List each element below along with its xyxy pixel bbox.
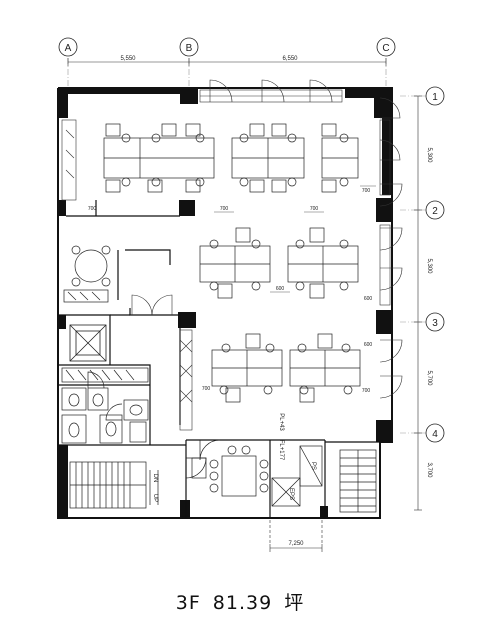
pipe-shaft <box>179 329 193 431</box>
desk-cluster-2 <box>231 123 305 193</box>
wall-columns <box>58 88 392 518</box>
grid-bubble-3 <box>425 312 445 332</box>
room-label-pl: PL+43 <box>278 413 284 431</box>
desk-cluster-1 <box>103 123 215 193</box>
stairs-left <box>69 461 159 509</box>
outer-walls <box>57 87 393 519</box>
room-label-fl: FL+177 <box>278 440 284 461</box>
shaft-label-eps: EPS <box>288 488 294 500</box>
right-dimension-3: 5,700 <box>426 370 432 386</box>
meeting-room <box>185 439 269 497</box>
left-windows <box>61 119 77 201</box>
round-table <box>63 245 111 303</box>
grid-label-4: 4 <box>432 429 438 440</box>
desk-cluster-7 <box>289 333 361 403</box>
desk-cluster-6 <box>211 333 283 403</box>
top-doors <box>209 79 333 103</box>
stair-dn-label: DN <box>152 474 158 483</box>
floor-label: 3F <box>175 592 201 614</box>
toilets <box>61 367 149 444</box>
inner-dimension-3: 700 <box>310 206 319 212</box>
grid-bubble-c <box>376 37 396 57</box>
grid-label-c: C <box>382 43 389 54</box>
grid-label-2: 2 <box>432 206 438 217</box>
floor-area-value: 81.39 <box>212 592 273 614</box>
top-windows <box>199 89 343 103</box>
shaft-label-ps: PS <box>310 462 316 470</box>
right-dimension-1: 5,300 <box>426 147 432 163</box>
inner-dimension-2: 700 <box>220 206 229 212</box>
grid-bubble-4 <box>425 423 445 443</box>
desk-cluster-3 <box>321 123 359 193</box>
stair-up-label: UP <box>152 494 158 502</box>
bottom-dimension: 7,250 <box>288 541 304 547</box>
right-dimension-2: 5,300 <box>426 258 432 274</box>
grid-label-1: 1 <box>432 92 438 103</box>
inner-dimension-5: 600 <box>364 296 373 302</box>
shafts <box>271 445 323 507</box>
grid-bubbles <box>58 37 445 443</box>
grid-bubble-a <box>58 37 78 57</box>
grid-bubble-2 <box>425 200 445 220</box>
desk-cluster-5 <box>287 227 359 299</box>
elevator-hall-door <box>131 294 173 316</box>
bottom-dimension-line <box>269 520 323 552</box>
inner-dimension-8: 700 <box>202 386 211 392</box>
right-dimension-line <box>414 95 422 511</box>
grid-label-a: A <box>65 43 72 54</box>
right-doors <box>379 97 403 399</box>
floor-caption: 3F 81.39 坪 <box>0 588 480 615</box>
elevator <box>69 324 107 362</box>
grid-label-3: 3 <box>432 318 438 329</box>
desk-cluster-4 <box>199 227 271 299</box>
top-dimension-line <box>67 58 387 66</box>
floor-area-unit: 坪 <box>284 592 305 614</box>
floor-plan: A B C 1 2 3 4 5,550 6,550 5,300 5,300 5,… <box>57 37 445 552</box>
inner-dimension-9: 700 <box>362 388 371 394</box>
stairs-right <box>339 449 377 513</box>
inner-dimension-4: 600 <box>276 286 285 292</box>
inner-dimension-6: 600 <box>364 342 373 348</box>
grid-label-b: B <box>186 43 193 54</box>
right-dimension-4: 3,700 <box>426 462 432 478</box>
inner-dimension-1: 700 <box>88 206 97 212</box>
top-dimension-2: 6,550 <box>282 56 298 62</box>
grid-bubble-1 <box>425 86 445 106</box>
top-dimension-1: 5,550 <box>120 56 136 62</box>
inner-dimension-7: 700 <box>362 188 371 194</box>
grid-bubble-b <box>179 37 199 57</box>
